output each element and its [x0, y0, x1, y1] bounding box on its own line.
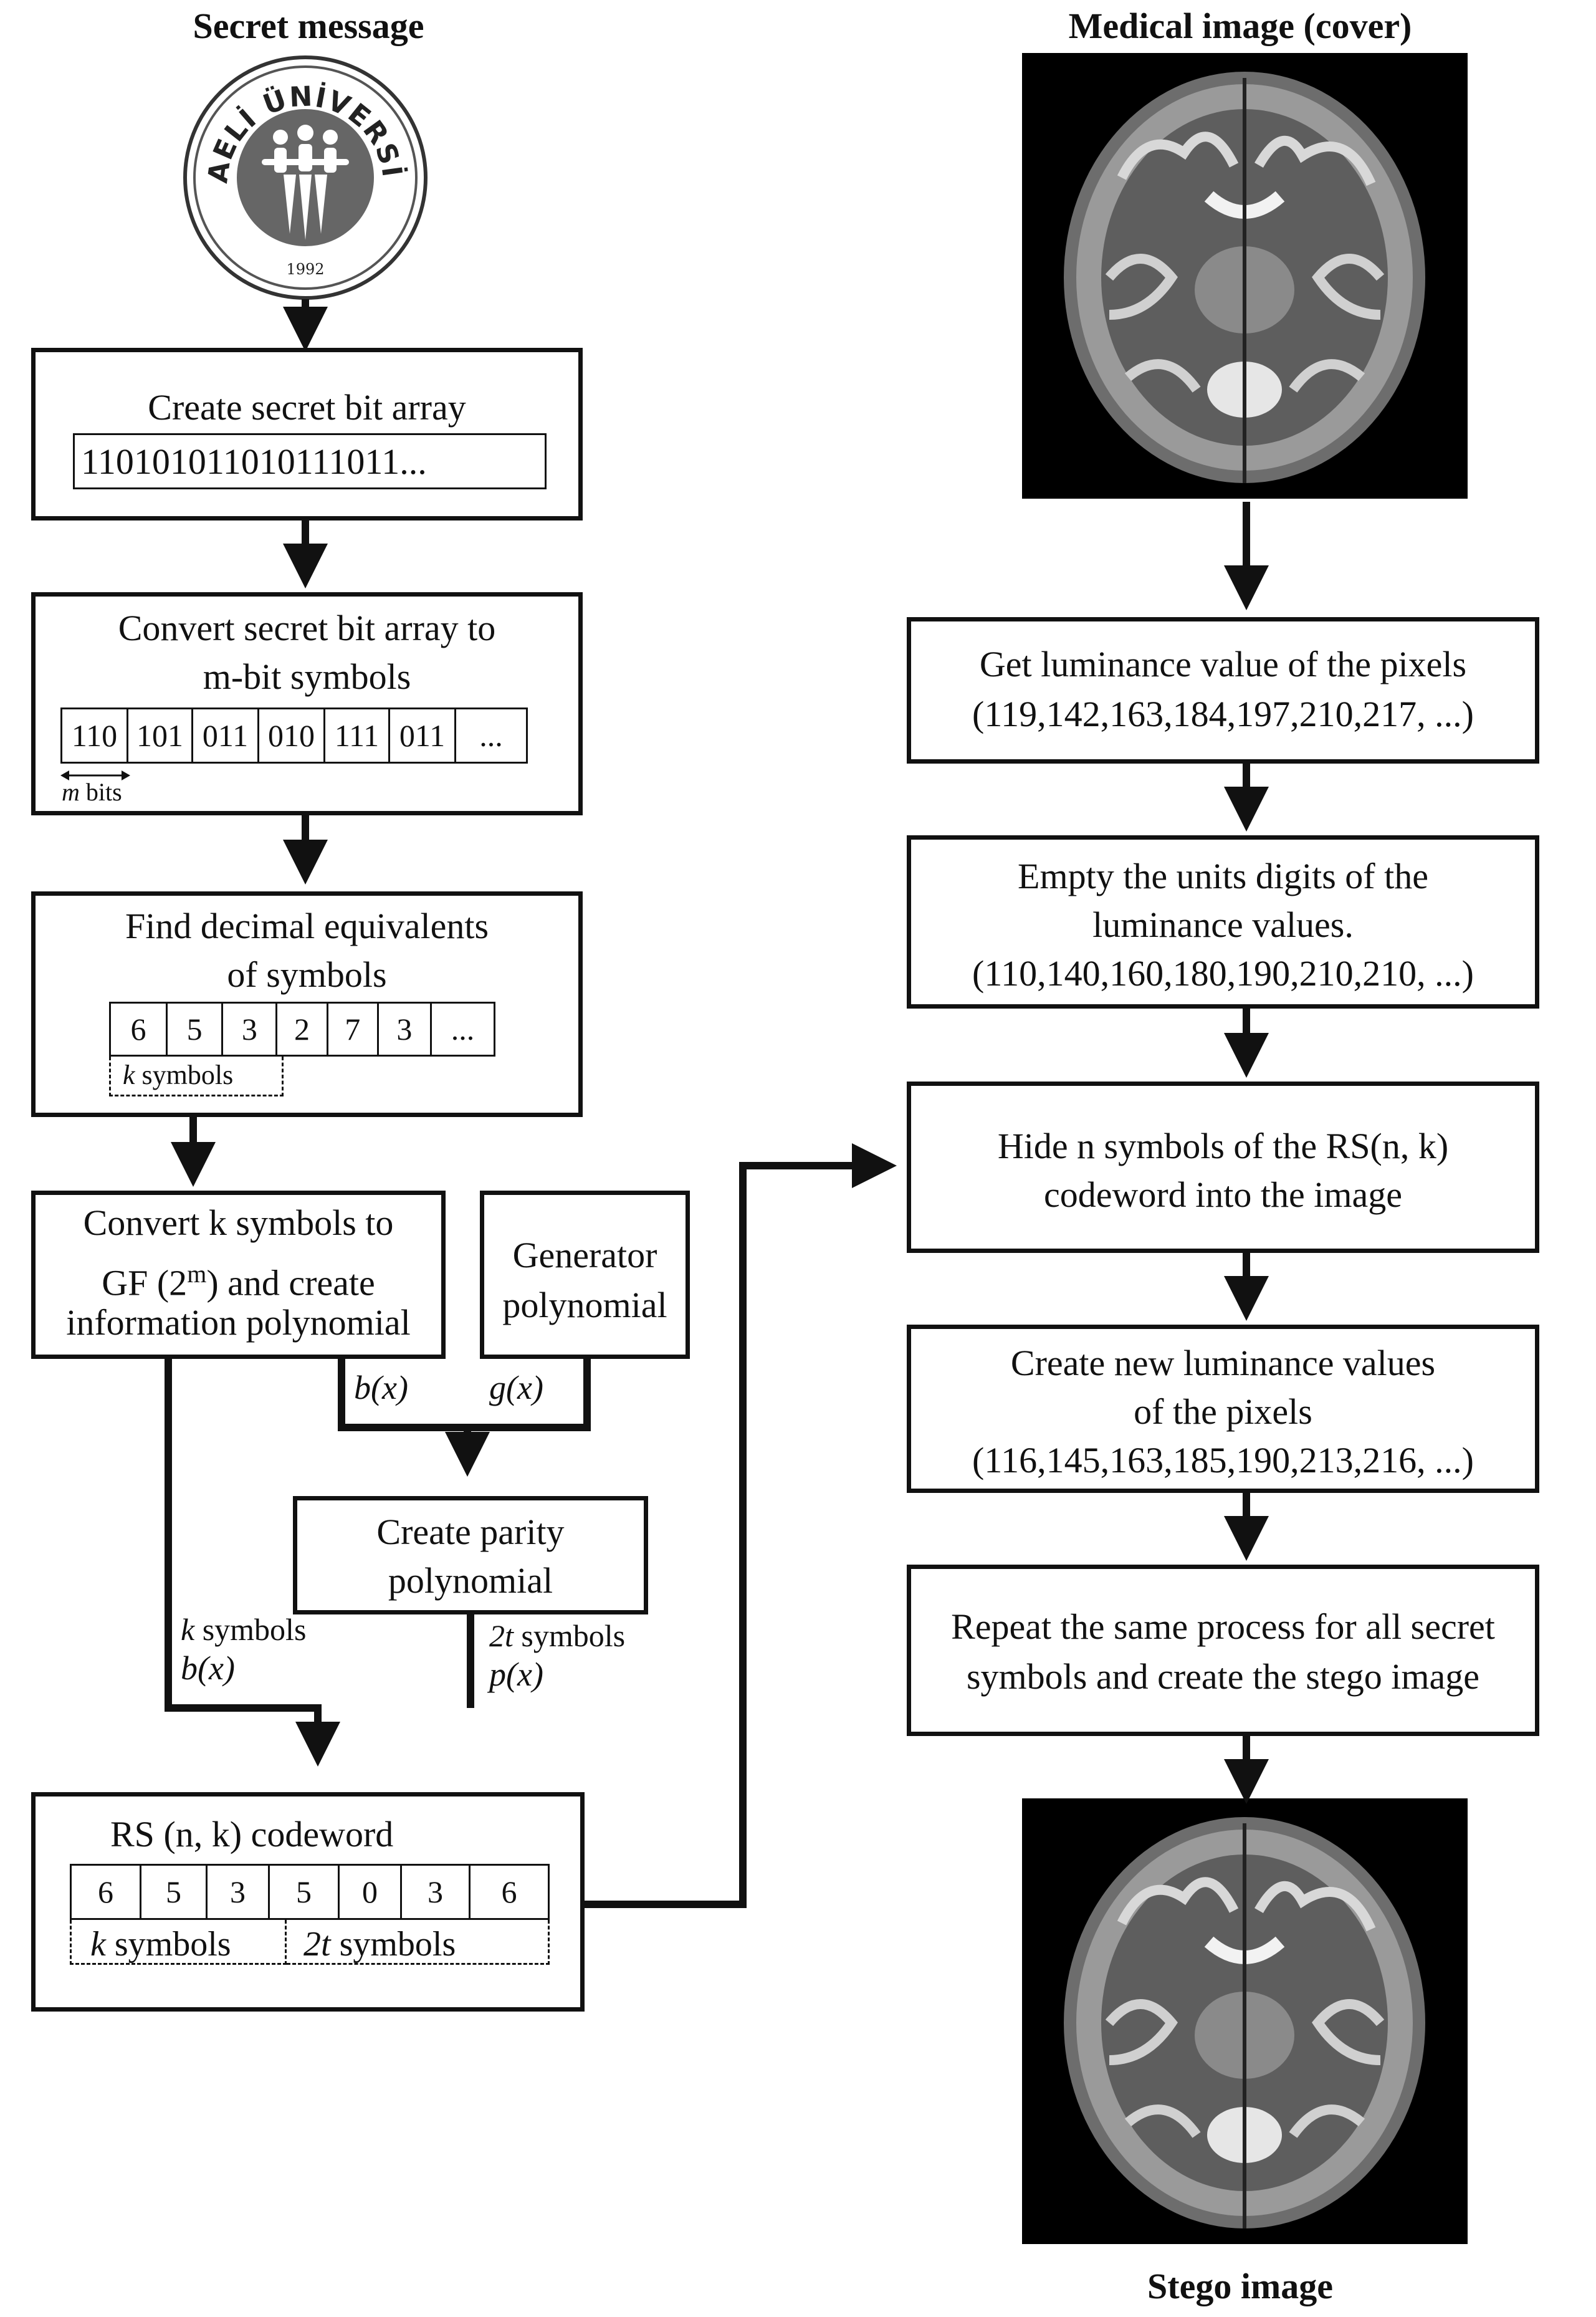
- m-bit-cell: 101: [128, 709, 193, 762]
- codeword-symbol-cells: 6 5 3 5 0 3 6: [70, 1864, 550, 1920]
- generator-polynomial-box: Generator polynomial: [480, 1191, 690, 1359]
- decimal-symbol-cells: 6 5 3 2 7 3 ...: [109, 1002, 495, 1057]
- info-poly-line3: information polynomial: [66, 1302, 411, 1343]
- repeat-process-line1: Repeat the same process for all secret: [951, 1606, 1495, 1647]
- codeword-cell: 3: [402, 1866, 471, 1918]
- generator-poly-line1: Generator: [512, 1235, 657, 1275]
- empty-units-line1: Empty the units digits of the: [1018, 856, 1428, 896]
- decimal-cell: 3: [223, 1004, 278, 1055]
- hide-symbols-line2: codeword into the image: [1044, 1174, 1402, 1215]
- m-bits-label: m bits: [62, 778, 122, 806]
- 2t-symbols-codeword-bracket: [287, 1920, 550, 1965]
- decimal-equivalents-box: Find decimal equivalents of symbols 6 5 …: [31, 891, 583, 1117]
- parity-poly-line1: Create parity: [376, 1512, 565, 1552]
- decimal-cell: 7: [328, 1004, 379, 1055]
- m-bit-cell: ...: [479, 718, 503, 753]
- cover-image-heading: Medical image (cover): [1068, 6, 1412, 46]
- decimal-equivalents-line1: Find decimal equivalents: [125, 906, 489, 946]
- parity-poly-line2: polynomial: [388, 1560, 553, 1601]
- codeword-cell: 3: [208, 1866, 270, 1918]
- px-label: p(x): [489, 1656, 543, 1693]
- decimal-cell: 5: [168, 1004, 224, 1055]
- decimal-cell: 2: [277, 1004, 328, 1055]
- create-bit-array-title: Create secret bit array: [148, 387, 466, 428]
- create-bit-array-box: Create secret bit array 1101010110101110…: [31, 348, 583, 520]
- gx-label: g(x): [489, 1369, 543, 1406]
- svg-text:1992: 1992: [286, 261, 324, 278]
- decimal-cell: 6: [111, 1004, 168, 1055]
- codeword-k-symbols-label: k symbols: [90, 1925, 231, 1964]
- k-symbols-bracket: [109, 1057, 284, 1096]
- m-bit-cell: 110: [62, 709, 128, 762]
- convert-m-bit-box: Convert secret bit array to m-bit symbol…: [31, 592, 583, 815]
- bx-label: b(x): [354, 1369, 408, 1406]
- codeword-cell: 5: [141, 1866, 208, 1918]
- new-luminance-box: Create new luminance values of the pixel…: [907, 1325, 1539, 1493]
- codeword-cell: 6: [72, 1866, 141, 1918]
- new-luminance-line3: (116,145,163,185,190,213,216, ...): [972, 1440, 1474, 1480]
- m-bits-double-arrow-icon: [60, 770, 130, 780]
- new-luminance-line2: of the pixels: [1134, 1391, 1312, 1432]
- codeword-cell: 0: [340, 1866, 402, 1918]
- info-poly-line1: Convert k symbols to: [83, 1202, 394, 1243]
- get-luminance-box: Get luminance value of the pixels (119,1…: [907, 617, 1539, 764]
- generator-poly-line2: polynomial: [502, 1285, 667, 1325]
- cover-brain-image: [1022, 53, 1468, 499]
- codeword-2t-symbols-label: 2t symbols: [303, 1925, 456, 1964]
- repeat-process-box: Repeat the same process for all secret s…: [907, 1565, 1539, 1736]
- information-polynomial-box: Convert k symbols to GF (2m) and create …: [31, 1191, 446, 1359]
- empty-units-line3: (110,140,160,180,190,210,210, ...): [972, 953, 1474, 994]
- m-bit-cell: 011: [193, 709, 259, 762]
- m-bit-cell: 010: [259, 709, 325, 762]
- decimal-cell: 3: [379, 1004, 432, 1055]
- bx-label-2: b(x): [181, 1649, 235, 1687]
- get-luminance-line1: Get luminance value of the pixels: [979, 644, 1467, 684]
- get-luminance-line2: (119,142,163,184,197,210,217, ...): [972, 694, 1474, 734]
- hide-symbols-box: Hide n symbols of the RS(n, k) codeword …: [907, 1082, 1539, 1253]
- new-luminance-line1: Create new luminance values: [1010, 1343, 1436, 1383]
- convert-m-bit-line1: Convert secret bit array to: [118, 608, 496, 648]
- rs-codeword-title: RS (n, k) codeword: [110, 1814, 394, 1854]
- info-poly-line2: GF (2m) and create: [102, 1260, 375, 1303]
- parity-polynomial-box: Create parity polynomial: [293, 1496, 648, 1614]
- repeat-process-line2: symbols and create the stego image: [966, 1656, 1480, 1697]
- empty-units-line2: luminance values.: [1092, 904, 1354, 945]
- convert-m-bit-line2: m-bit symbols: [203, 656, 411, 697]
- codeword-cell: 5: [270, 1866, 340, 1918]
- k-symbols-label: k symbols: [123, 1060, 234, 1090]
- bit-array-field: 110101011010111011...: [73, 433, 547, 489]
- k-symbols-codeword-bracket: [70, 1920, 287, 1965]
- k-symbols-label-2: k symbols: [181, 1612, 307, 1647]
- secret-message-heading: Secret message: [193, 6, 424, 46]
- stego-image-heading: Stego image: [1147, 2266, 1333, 2306]
- m-bit-cell: 011: [390, 709, 456, 762]
- stego-brain-image: [1022, 1798, 1468, 2244]
- m-bit-cell: 111: [325, 709, 390, 762]
- rs-codeword-box: RS (n, k) codeword 6 5 3 5 0 3 6 k symbo…: [31, 1792, 585, 2012]
- university-seal-logo: KOCAELİ ÜNİVERSİTESİ 1992: [181, 53, 428, 300]
- decimal-equivalents-line2: of symbols: [227, 954, 387, 995]
- empty-units-box: Empty the units digits of the luminance …: [907, 835, 1539, 1009]
- decimal-cell: ...: [451, 1012, 475, 1047]
- hide-symbols-line1: Hide n symbols of the RS(n, k): [997, 1126, 1449, 1166]
- 2t-symbols-label: 2t symbols: [489, 1618, 626, 1653]
- m-bit-symbol-cells: 110 101 011 010 111 011 ...: [60, 708, 528, 764]
- codeword-cell: 6: [501, 1874, 517, 1909]
